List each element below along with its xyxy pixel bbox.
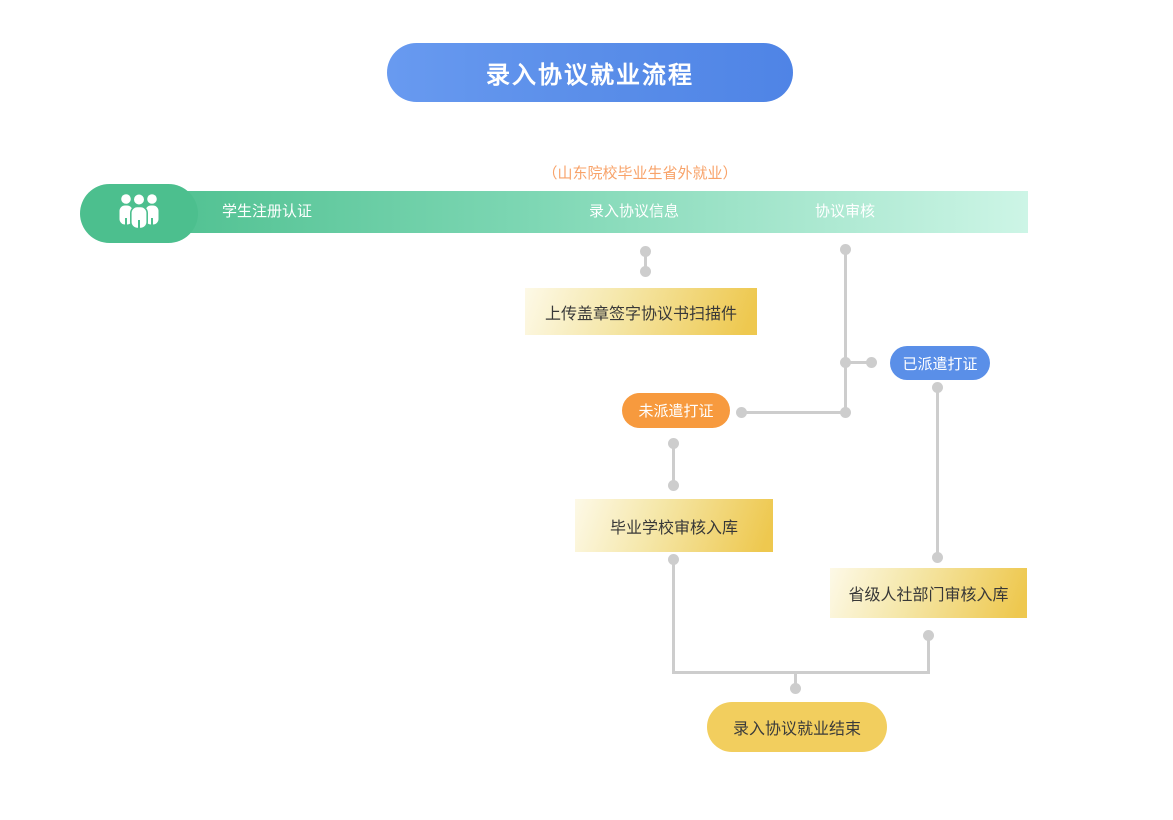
connector-line [671, 559, 675, 672]
lane-step-student-registration: 学生注册认证 [222, 203, 313, 220]
connector-dot [865, 356, 877, 368]
connector-dot [639, 265, 651, 277]
connector-dot [667, 479, 679, 491]
connector-line [741, 410, 845, 414]
node-upload-scan: 上传盖章签字协议书扫描件 [525, 288, 757, 335]
connector-dot [931, 551, 943, 563]
connector-line [845, 360, 871, 364]
connector-dot [789, 682, 801, 694]
connector-dot [735, 406, 747, 418]
lane-step-enter-agreement-info: 录入协议信息 [588, 203, 679, 220]
node-end: 录入协议就业结束 [707, 702, 887, 752]
connector-corner-dot [839, 406, 851, 418]
lane-step-agreement-review: 协议审核 [814, 203, 875, 220]
group-people-icon [116, 192, 162, 235]
connector-line [643, 251, 647, 271]
lane-note: （山东院校毕业生省外就业） [542, 165, 738, 182]
swimlane-icon-capsule [80, 184, 198, 243]
page-title: 录入协议就业流程 [387, 43, 793, 102]
connector-line [671, 670, 930, 674]
node-provincial-review: 省级人社部门审核入库 [830, 568, 1027, 618]
connector-line [793, 672, 797, 688]
swimlane-bar [130, 191, 1028, 233]
connector-line [926, 635, 930, 672]
connector-line [935, 387, 939, 557]
node-school-review: 毕业学校审核入库 [575, 499, 773, 552]
connector-line [671, 443, 675, 485]
node-dispatched: 已派遣打证 [890, 346, 990, 380]
connector-line [843, 249, 847, 412]
node-not-dispatched: 未派遣打证 [622, 393, 730, 428]
